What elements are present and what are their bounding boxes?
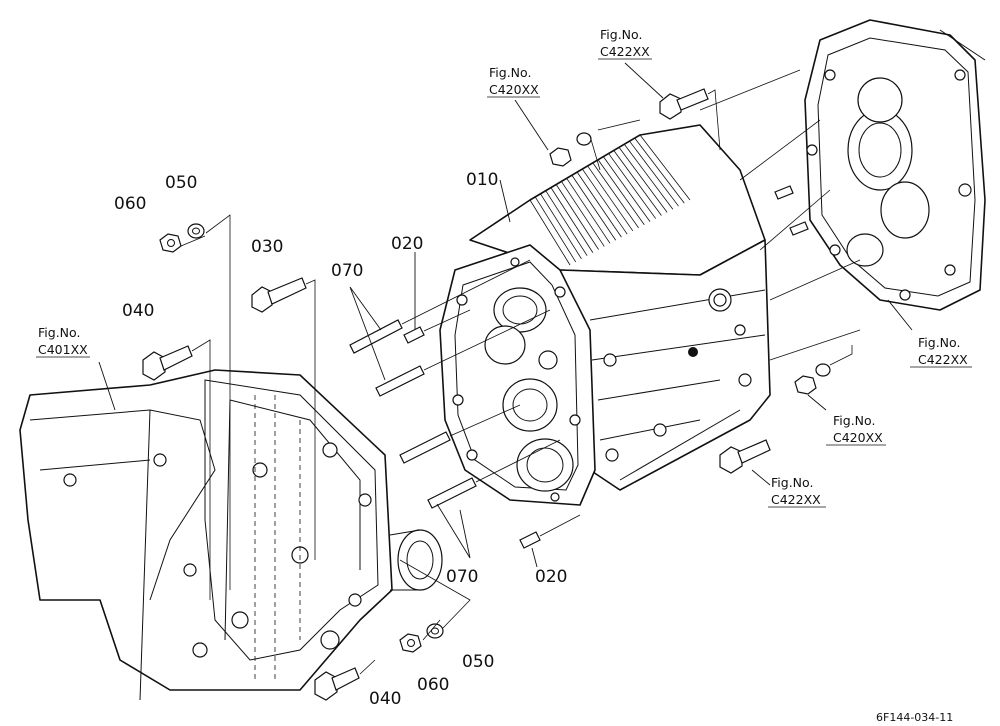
- label-070-bottom: 070: [446, 567, 478, 587]
- nut-060-bottom: [399, 633, 422, 653]
- svg-text:Fig.No.: Fig.No.: [833, 413, 875, 428]
- ref-right-cover: Fig.No. C422XX: [910, 335, 972, 368]
- washer-050-bottom: [426, 623, 444, 639]
- svg-text:Fig.No.: Fig.No.: [489, 65, 531, 80]
- label-060-top: 060: [114, 194, 146, 214]
- label-010: 010: [466, 170, 498, 190]
- stud-070-d: [427, 477, 477, 509]
- svg-text:Fig.No.: Fig.No.: [600, 27, 642, 42]
- nut-ref-top: [549, 132, 592, 167]
- stud-070-c: [399, 431, 451, 464]
- bolt-040-bottom: [314, 667, 360, 701]
- small-parts: [142, 88, 831, 701]
- part-labels: 010 020 020 030 040 040 050 050 060 060 …: [114, 170, 567, 709]
- pin-020-bottom: [519, 531, 541, 549]
- transmission-case-drawing: [439, 124, 771, 506]
- ref-right-bolt: Fig.No. C422XX: [768, 475, 826, 508]
- bolt-040-top: [142, 345, 193, 381]
- ref-top-right: Fig.No. C422XX: [598, 27, 652, 60]
- svg-text:C422XX: C422XX: [600, 44, 650, 59]
- svg-text:C420XX: C420XX: [833, 430, 883, 445]
- label-020-bottom: 020: [535, 567, 567, 587]
- bolt-ref-right: [719, 439, 771, 474]
- figure-references: Fig.No. C420XX Fig.No. C422XX Fig.No. C4…: [36, 27, 972, 508]
- ref-top-center: Fig.No. C420XX: [487, 65, 540, 98]
- label-050-top: 050: [165, 173, 197, 193]
- leader-lines: [98, 62, 913, 675]
- ref-right-nut: Fig.No. C420XX: [826, 413, 886, 446]
- svg-text:Fig.No.: Fig.No.: [918, 335, 960, 350]
- label-050-bottom: 050: [462, 652, 494, 672]
- label-070-top: 070: [331, 261, 363, 281]
- svg-text:C401XX: C401XX: [38, 342, 88, 357]
- bolt-030: [251, 277, 307, 313]
- svg-text:C422XX: C422XX: [918, 352, 968, 367]
- label-060-bottom: 060: [417, 675, 449, 695]
- nut-060-top: [159, 233, 182, 253]
- rear-cover-drawing: [804, 19, 986, 311]
- stud-070-b: [375, 365, 425, 397]
- svg-text:Fig.No.: Fig.No.: [38, 325, 80, 340]
- washer-050-top: [187, 223, 205, 239]
- label-020-top: 020: [391, 234, 423, 254]
- label-040-top: 040: [122, 301, 154, 321]
- ref-left: Fig.No. C401XX: [36, 325, 90, 358]
- label-040-bottom: 040: [369, 689, 401, 709]
- stud-070-a: [349, 319, 403, 354]
- footer-code: 6F144-034-11: [876, 711, 953, 724]
- pin-020-top: [403, 326, 425, 344]
- nut-ref-right: [794, 363, 831, 395]
- svg-text:Fig.No.: Fig.No.: [771, 475, 813, 490]
- label-030: 030: [251, 237, 283, 257]
- bolt-ref-top: [659, 88, 709, 120]
- svg-text:C420XX: C420XX: [489, 82, 539, 97]
- svg-text:C422XX: C422XX: [771, 492, 821, 507]
- front-housing-drawing: [19, 369, 443, 701]
